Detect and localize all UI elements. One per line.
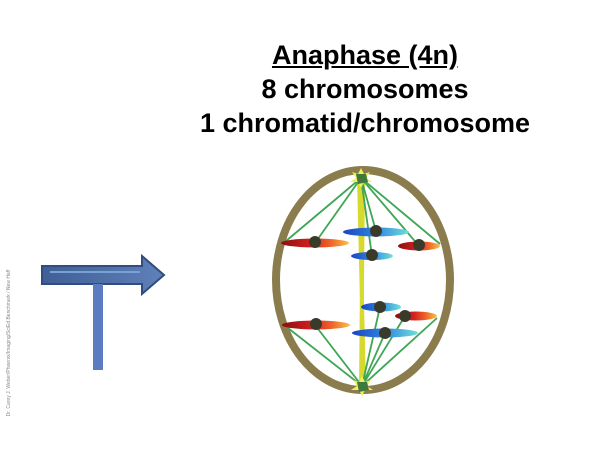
chromatid-lower-4 (395, 310, 437, 322)
chromatid-upper-4 (398, 239, 440, 251)
process-arrow-icon (41, 253, 166, 370)
chromatid-upper-1 (281, 236, 349, 248)
chromatid-upper-3 (351, 249, 393, 261)
polar-fibers (357, 177, 366, 387)
chromatid-lower-1 (282, 318, 350, 330)
centrosome-bottom-icon (351, 376, 373, 396)
chromatid-lower-2 (361, 301, 401, 313)
stage-heading: Anaphase (4n) (271, 40, 459, 70)
chromosome-count: 8 chromosomes (261, 74, 469, 104)
spindle-fibers (285, 177, 441, 387)
chromatid-lower-3 (352, 327, 418, 339)
slide-title: Anaphase (4n) 8 chromosomes 1 chromatid/… (150, 38, 580, 140)
chromatid-upper-2 (343, 225, 409, 237)
centrosome-top-icon (350, 168, 372, 188)
chromatid-count: 1 chromatid/chromosome (199, 108, 531, 138)
